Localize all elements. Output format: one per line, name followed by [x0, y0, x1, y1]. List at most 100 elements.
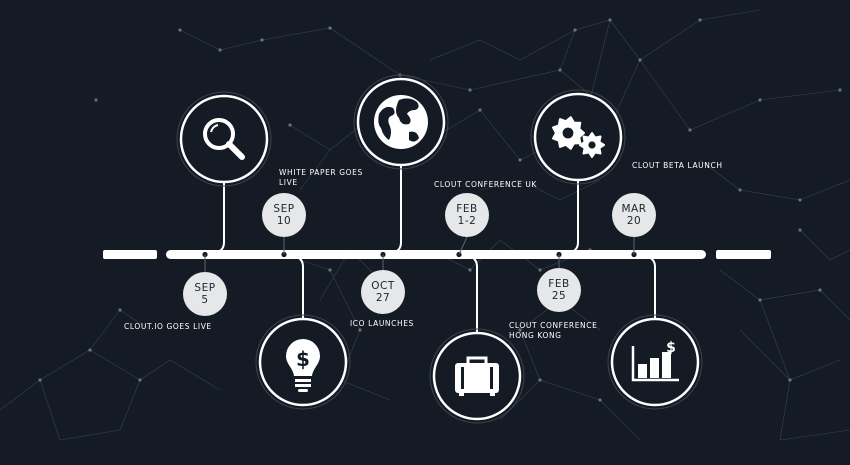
network-node — [538, 268, 542, 272]
icon-circle-halo — [255, 314, 351, 410]
timeline-event-conf-hk — [530, 89, 626, 268]
timeline-bar-right-segment — [716, 250, 771, 259]
event-label-line: LIVE — [279, 178, 298, 187]
event-label: ICO LAUNCHES — [350, 319, 414, 329]
network-node — [94, 98, 98, 102]
icon-circle-halo — [607, 314, 703, 410]
network-node — [518, 158, 522, 162]
gears-icon — [552, 116, 605, 158]
icon-circle-halo — [429, 328, 525, 424]
svg-text:$: $ — [296, 347, 310, 371]
network-node — [698, 18, 702, 22]
connector-line — [283, 253, 304, 319]
network-node — [218, 48, 222, 52]
date-connector — [458, 236, 468, 255]
date-month: FEB — [548, 278, 570, 290]
timeline-event-ico — [353, 74, 449, 270]
network-node — [88, 348, 92, 352]
network-node — [598, 398, 602, 402]
network-node — [758, 298, 762, 302]
network-node — [558, 68, 562, 72]
event-label-line: CLOUT CONFERENCE — [509, 321, 598, 330]
date-month: SEP — [194, 282, 216, 294]
event-label-line: HONG KONG — [509, 331, 562, 340]
timeline-event-beta: $ — [607, 237, 703, 410]
date-month: MAR — [621, 203, 647, 215]
network-node — [328, 26, 332, 30]
event-label-line: CLOUT CONFERENCE UK — [434, 180, 538, 189]
date-month: OCT — [371, 280, 395, 292]
network-node — [260, 38, 264, 42]
globe-icon — [374, 95, 428, 149]
svg-text:$: $ — [666, 340, 676, 356]
network-node — [38, 378, 42, 382]
network-node — [638, 58, 642, 62]
network-node — [468, 268, 472, 272]
network-node — [518, 328, 522, 332]
icon-circle — [179, 94, 269, 184]
network-node — [358, 328, 362, 332]
network-node — [573, 28, 577, 32]
connector-line — [458, 253, 478, 333]
date-day: 1-2 — [457, 215, 477, 227]
date-month: SEP — [273, 203, 295, 215]
connector-line — [382, 165, 402, 256]
network-node — [538, 378, 542, 382]
event-label-line: CLOUT BETA LAUNCH — [632, 161, 723, 170]
event-label-line: CLOUT.IO GOES LIVE — [124, 322, 212, 331]
date-month: FEB — [456, 203, 478, 215]
magnifier-icon — [203, 118, 245, 160]
timeline-bar-left-segment — [103, 250, 157, 259]
icon-circle-halo — [353, 74, 449, 170]
icon-circle-halo — [530, 89, 626, 185]
date-day: 10 — [276, 215, 292, 227]
connector-line — [558, 180, 579, 256]
network-background — [0, 9, 850, 441]
event-label: CLOUT.IO GOES LIVE — [124, 322, 212, 332]
event-label: CLOUT BETA LAUNCH — [632, 161, 723, 171]
date-day: 5 — [201, 294, 209, 306]
connector-line — [633, 253, 656, 319]
timeline-event-white-paper: $ — [255, 237, 351, 410]
briefcase-icon — [455, 356, 499, 396]
network-node — [788, 378, 792, 382]
bar-chart-dollar-icon: $ — [631, 340, 679, 382]
date-day: 20 — [626, 215, 642, 227]
timeline-event-conf-uk — [429, 236, 525, 424]
event-label-line: WHITE PAPER GOES — [279, 168, 363, 177]
network-node — [478, 108, 482, 112]
network-node — [178, 28, 182, 32]
connector-line — [204, 182, 225, 256]
network-node — [798, 198, 802, 202]
network-node — [138, 378, 142, 382]
network-node — [798, 228, 802, 232]
network-node — [608, 18, 612, 22]
network-node — [738, 188, 742, 192]
network-node — [688, 128, 692, 132]
timeline-event-clout-live — [176, 91, 272, 272]
network-node — [328, 268, 332, 272]
network-node — [288, 123, 292, 127]
date-day: 25 — [551, 290, 567, 302]
dollar-lightbulb-icon: $ — [286, 339, 320, 392]
network-node — [758, 98, 762, 102]
event-label: CLOUT CONFERENCE UK — [434, 180, 537, 190]
network-node — [838, 88, 842, 92]
network-node — [118, 308, 122, 312]
icon-circle-halo — [176, 91, 272, 187]
date-day: 27 — [375, 292, 391, 304]
timeline-bar-main-segment — [166, 250, 706, 259]
network-nodes — [38, 18, 842, 402]
event-label-line: ICO LAUNCHES — [350, 319, 414, 328]
network-node — [468, 88, 472, 92]
network-node — [818, 288, 822, 292]
